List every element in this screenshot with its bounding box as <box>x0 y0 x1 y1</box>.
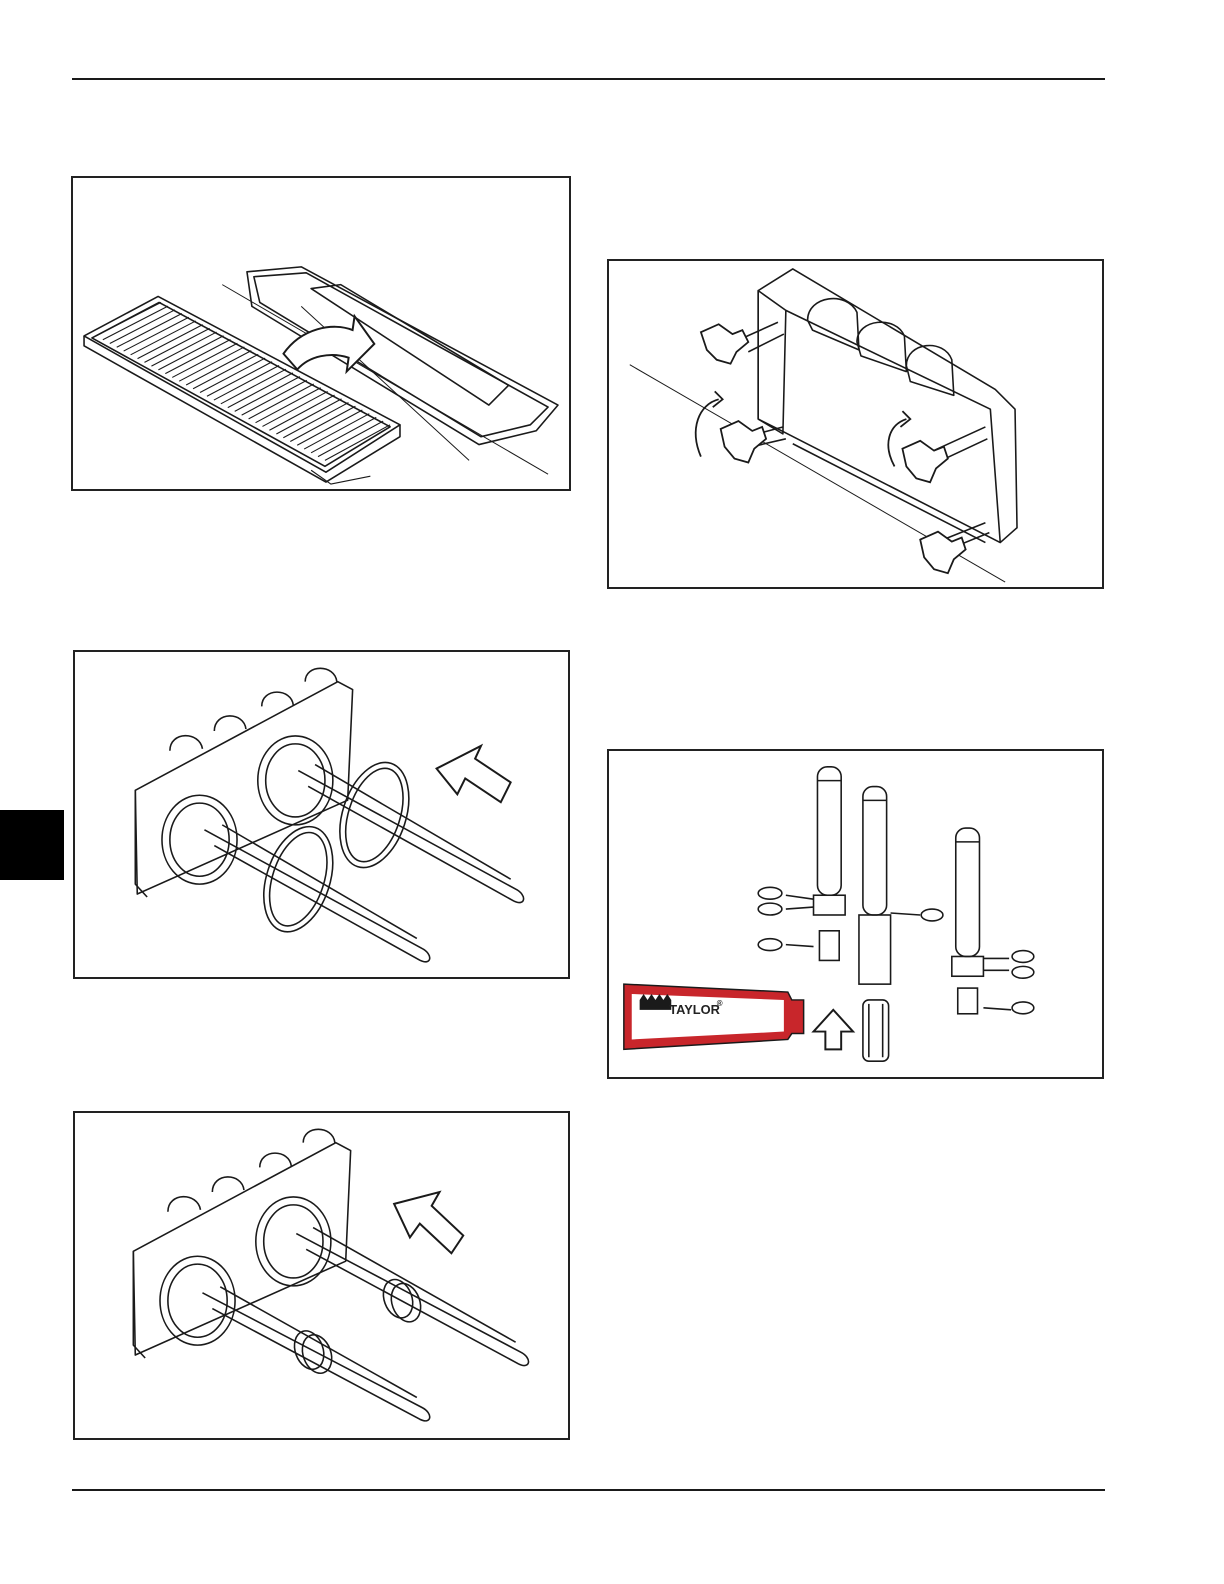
drip-tray-figure <box>71 176 571 491</box>
baffle-bearings-figure <box>73 1111 570 1440</box>
baffle-orings-figure <box>73 650 570 979</box>
valves-lube-figure: TAYLOR ® <box>607 749 1104 1079</box>
arrow-up-icon <box>814 1010 854 1050</box>
baffle-rods-orings-illustration <box>75 652 568 977</box>
tube-trademark: ® <box>717 999 723 1008</box>
section-tab <box>0 810 64 880</box>
footer-rule <box>72 1489 1105 1491</box>
knobs-figure <box>607 259 1104 589</box>
lubricant-tube: TAYLOR ® <box>624 984 804 1049</box>
tube-brand: TAYLOR <box>669 1002 720 1017</box>
header-rule <box>72 78 1105 80</box>
draw-valves-lubricant-illustration: TAYLOR ® <box>609 751 1102 1077</box>
baffle-rods-bearings-illustration <box>75 1113 568 1438</box>
drip-tray-rotate-illustration <box>73 178 569 489</box>
door-handle-knobs-illustration <box>609 261 1102 587</box>
